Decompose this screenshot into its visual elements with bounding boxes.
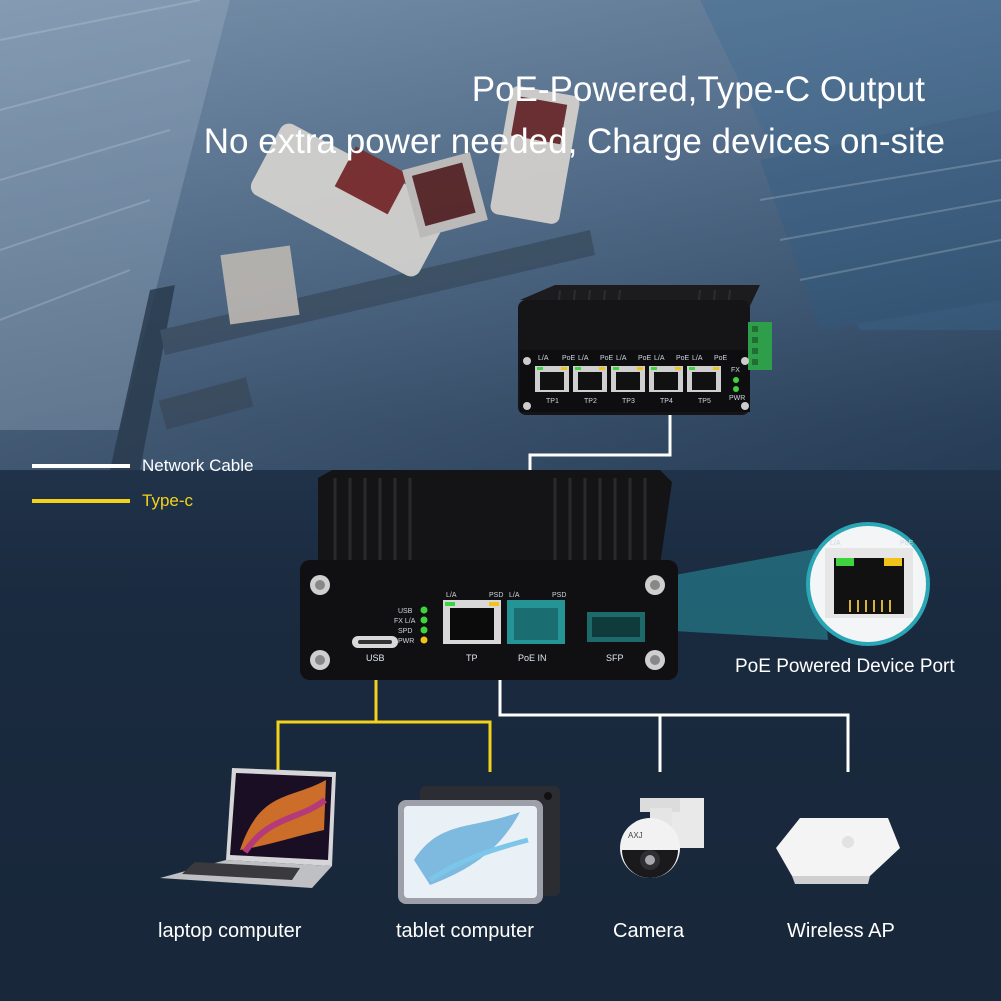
switch-port-top-10: PoE <box>714 355 728 362</box>
switch-port-top-9: L/A <box>692 355 703 362</box>
switch-port-top-6: PoE <box>638 355 652 362</box>
converter-usb-label: USB <box>366 653 385 663</box>
switch-port-tp3: TP3 <box>622 398 635 405</box>
callout-top-la: L/A <box>830 540 841 547</box>
device-label-laptop: laptop computer <box>158 920 302 942</box>
callout-zoom: L/A PoE <box>806 522 930 646</box>
tp-top-psd: PSD <box>489 592 503 599</box>
converter-led-fx: FX L/A <box>394 618 416 625</box>
switch-port-top-7: L/A <box>654 355 665 362</box>
converter-led-usb: USB <box>398 608 413 615</box>
surveillance-cameras <box>220 86 580 325</box>
camera-pole <box>110 230 595 470</box>
device-label-ap: Wireless AP <box>787 920 895 942</box>
type-c-cable-tablet <box>376 720 492 772</box>
callout-label: PoE Powered Device Port <box>735 656 955 677</box>
switch-port-top-4: PoE <box>600 355 614 362</box>
converter-sfp-label: SFP <box>606 653 624 663</box>
switch-fx-label: FX <box>731 367 740 374</box>
converter-tp-label: TP <box>466 653 478 663</box>
tablet-icon <box>398 786 560 904</box>
converter-poe-in-label: PoE IN <box>518 653 547 663</box>
access-point-icon <box>776 818 900 884</box>
switch-port-top-2: PoE <box>562 355 576 362</box>
converter-led-spd: SPD <box>398 628 412 635</box>
legend-network-cable: Network Cable <box>142 456 254 475</box>
building-facade <box>0 0 1001 430</box>
background-scene <box>0 0 1001 470</box>
industrial-switch: L/A PoE L/A PoE L/A PoE L/A PoE L/A PoE <box>518 285 772 415</box>
switch-port-tp4: TP4 <box>660 398 673 405</box>
type-c-cable <box>276 670 378 772</box>
switch-port-tp2: TP2 <box>584 398 597 405</box>
switch-port-top-1: L/A <box>538 355 549 362</box>
device-label-tablet: tablet computer <box>396 920 534 942</box>
type-c-swatch <box>32 499 130 503</box>
switch-port-tp5: TP5 <box>698 398 711 405</box>
legend-type-c: Type-c <box>142 491 194 510</box>
tp-top-la: L/A <box>446 592 457 599</box>
callout-top-poe: PoE <box>900 540 914 547</box>
switch-port-top-5: L/A <box>616 355 627 362</box>
svg-text:AXJ: AXJ <box>628 831 643 840</box>
converter-led-pwr: PWR <box>398 638 414 645</box>
switch-port-top-8: PoE <box>676 355 690 362</box>
switch-port-top-3: L/A <box>578 355 589 362</box>
headline-primary: PoE-Powered,Type-C Output <box>471 70 925 109</box>
poe-top-la: L/A <box>509 592 520 599</box>
network-cable-swatch <box>32 464 130 468</box>
dome-camera-icon: AXJ <box>620 798 704 878</box>
switch-pwr-label: PWR <box>729 395 745 402</box>
headline-secondary: No extra power needed, Charge devices on… <box>203 122 945 161</box>
switch-port-tp1: TP1 <box>546 398 559 405</box>
switch-rj45-ports <box>535 366 721 392</box>
device-label-camera: Camera <box>613 920 685 942</box>
poe-top-psd: PSD <box>552 592 566 599</box>
media-converter: USB FX L/A SPD PWR L/A PSD L/A <box>300 470 678 680</box>
laptop-icon <box>160 768 336 888</box>
